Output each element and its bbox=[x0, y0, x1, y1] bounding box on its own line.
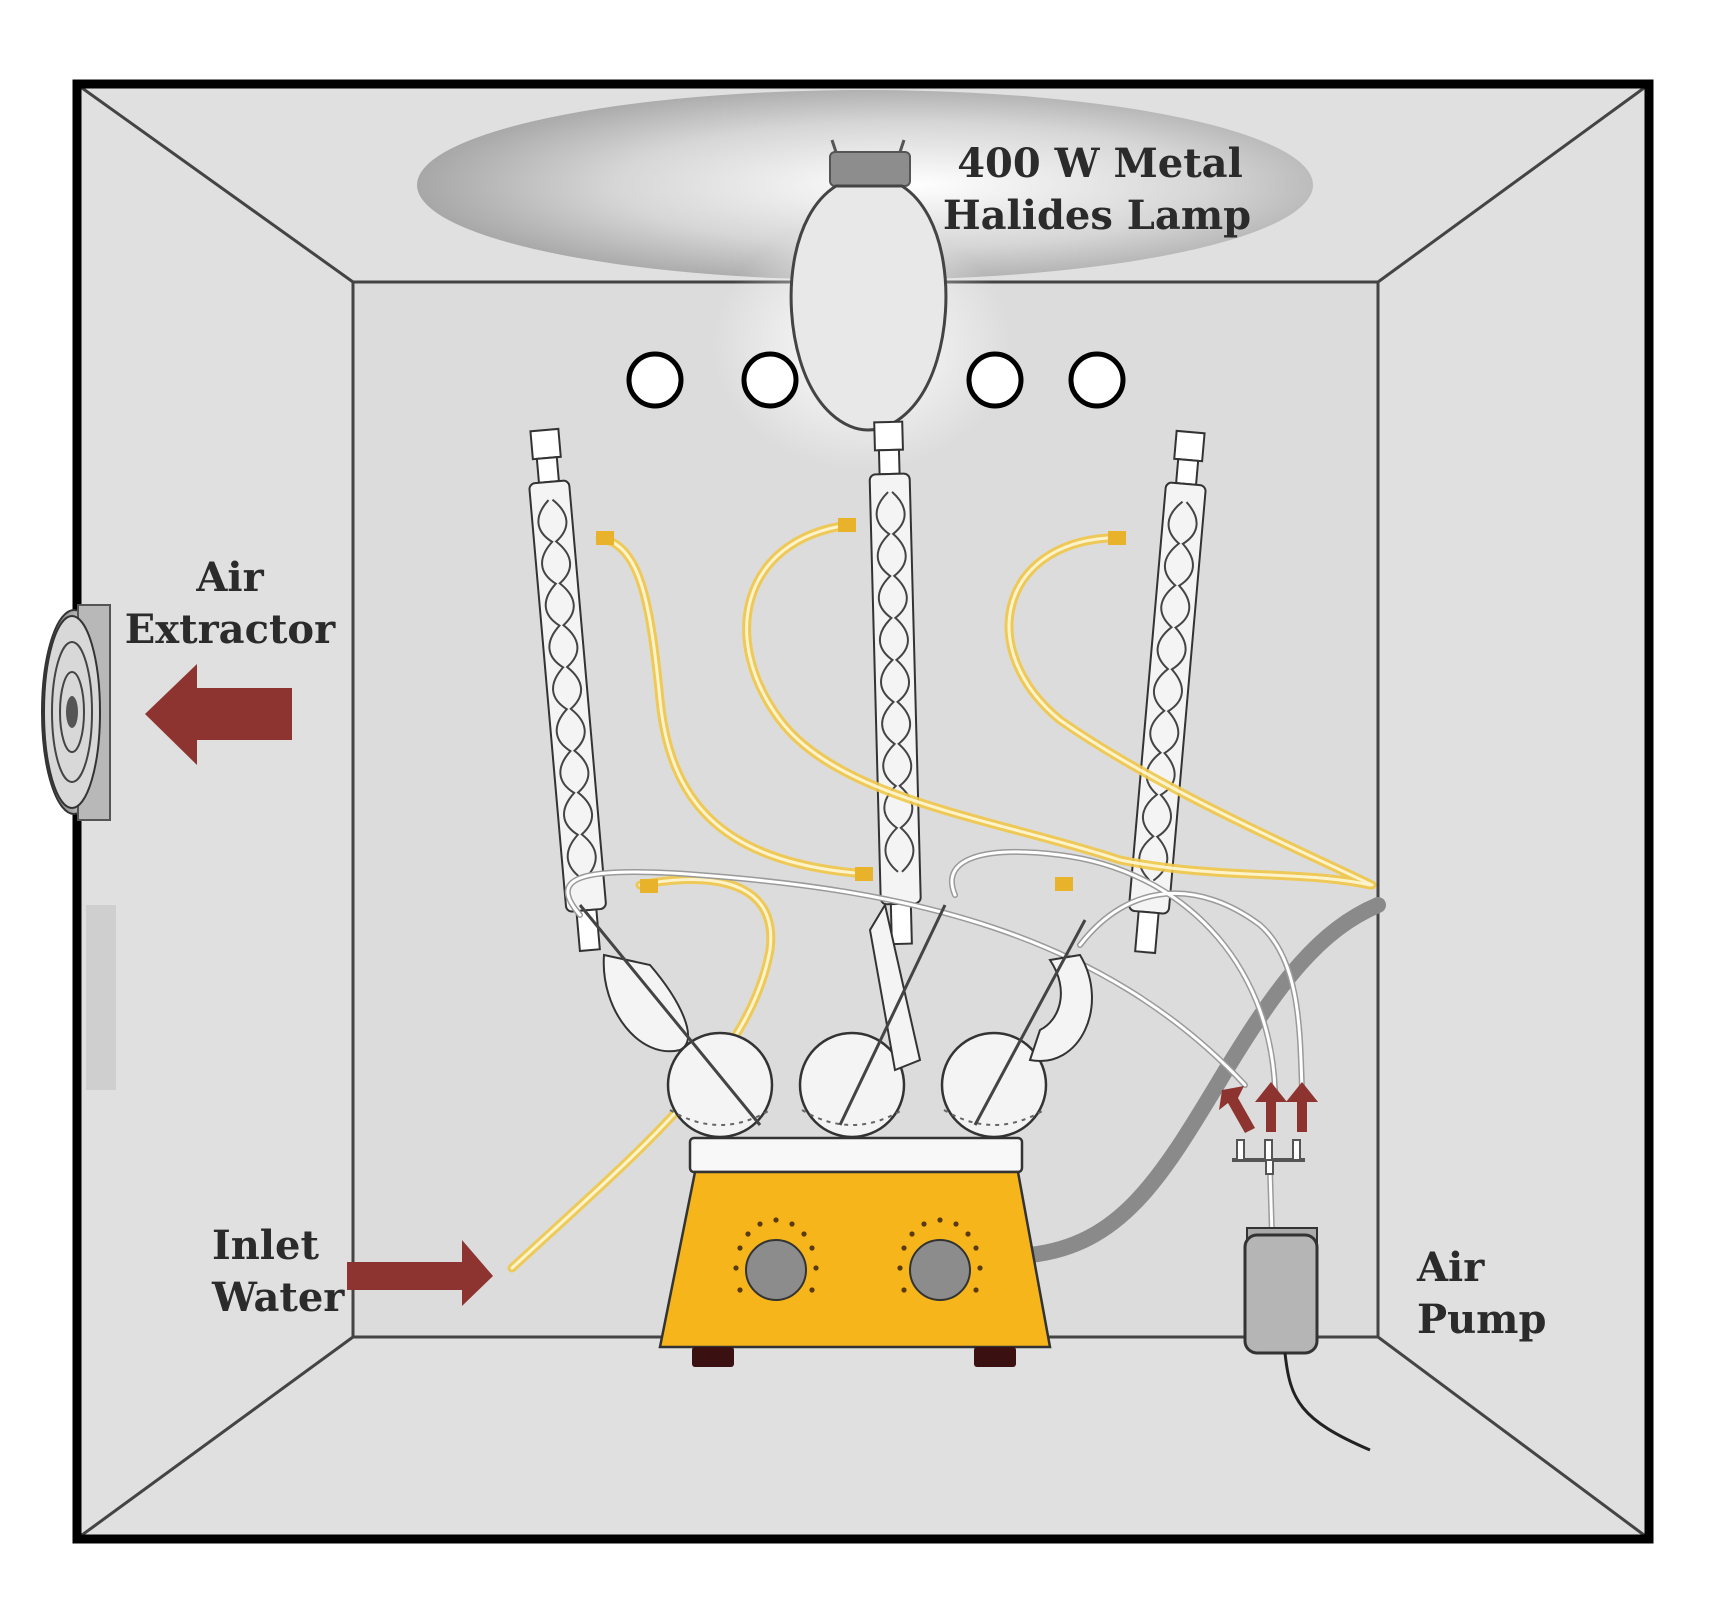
air-pump-icon bbox=[1243, 1227, 1371, 1452]
stirrer-knob-left bbox=[733, 1217, 819, 1301]
lamp-label-line1: 400 W Metal bbox=[957, 140, 1243, 187]
air-flow-arrow-icons bbox=[1219, 1082, 1318, 1133]
extractor-label-line1: Air bbox=[195, 554, 264, 601]
air-manifold bbox=[1232, 1139, 1305, 1175]
inlet-label-line2: Water bbox=[211, 1274, 345, 1321]
box-edge-bl bbox=[81, 1335, 354, 1537]
air-extractor-fan-icon bbox=[41, 604, 116, 1090]
stirrer-knob-right bbox=[897, 1217, 983, 1301]
reaction-flask-left bbox=[578, 904, 774, 1139]
extractor-label-line2: Extractor bbox=[125, 606, 336, 653]
vent-hole-3 bbox=[966, 351, 1024, 409]
magnetic-stirrer bbox=[658, 1136, 1052, 1367]
box-edge-tl bbox=[81, 86, 354, 284]
vent-hole-2 bbox=[741, 351, 799, 409]
air-tubing bbox=[564, 849, 1305, 1238]
air-hose bbox=[1022, 897, 1386, 1263]
vent-hole-1 bbox=[626, 351, 684, 409]
air-extractor-arrow-icon bbox=[145, 664, 292, 765]
vent-hole-4 bbox=[1068, 351, 1126, 409]
water-tubing bbox=[507, 518, 1377, 1273]
inlet-water-arrow-icon bbox=[347, 1240, 493, 1306]
pump-label-line2: Pump bbox=[1417, 1296, 1546, 1343]
reaction-flask-right bbox=[940, 919, 1093, 1139]
box-edge-br bbox=[1377, 1335, 1645, 1537]
lamp-label-line2: Halides Lamp bbox=[943, 192, 1251, 239]
box-edge-tr bbox=[1377, 86, 1645, 284]
metal-halide-lamp-icon bbox=[789, 139, 948, 432]
pump-label-line1: Air bbox=[1416, 1244, 1485, 1291]
inlet-label-line1: Inlet bbox=[212, 1222, 319, 1269]
